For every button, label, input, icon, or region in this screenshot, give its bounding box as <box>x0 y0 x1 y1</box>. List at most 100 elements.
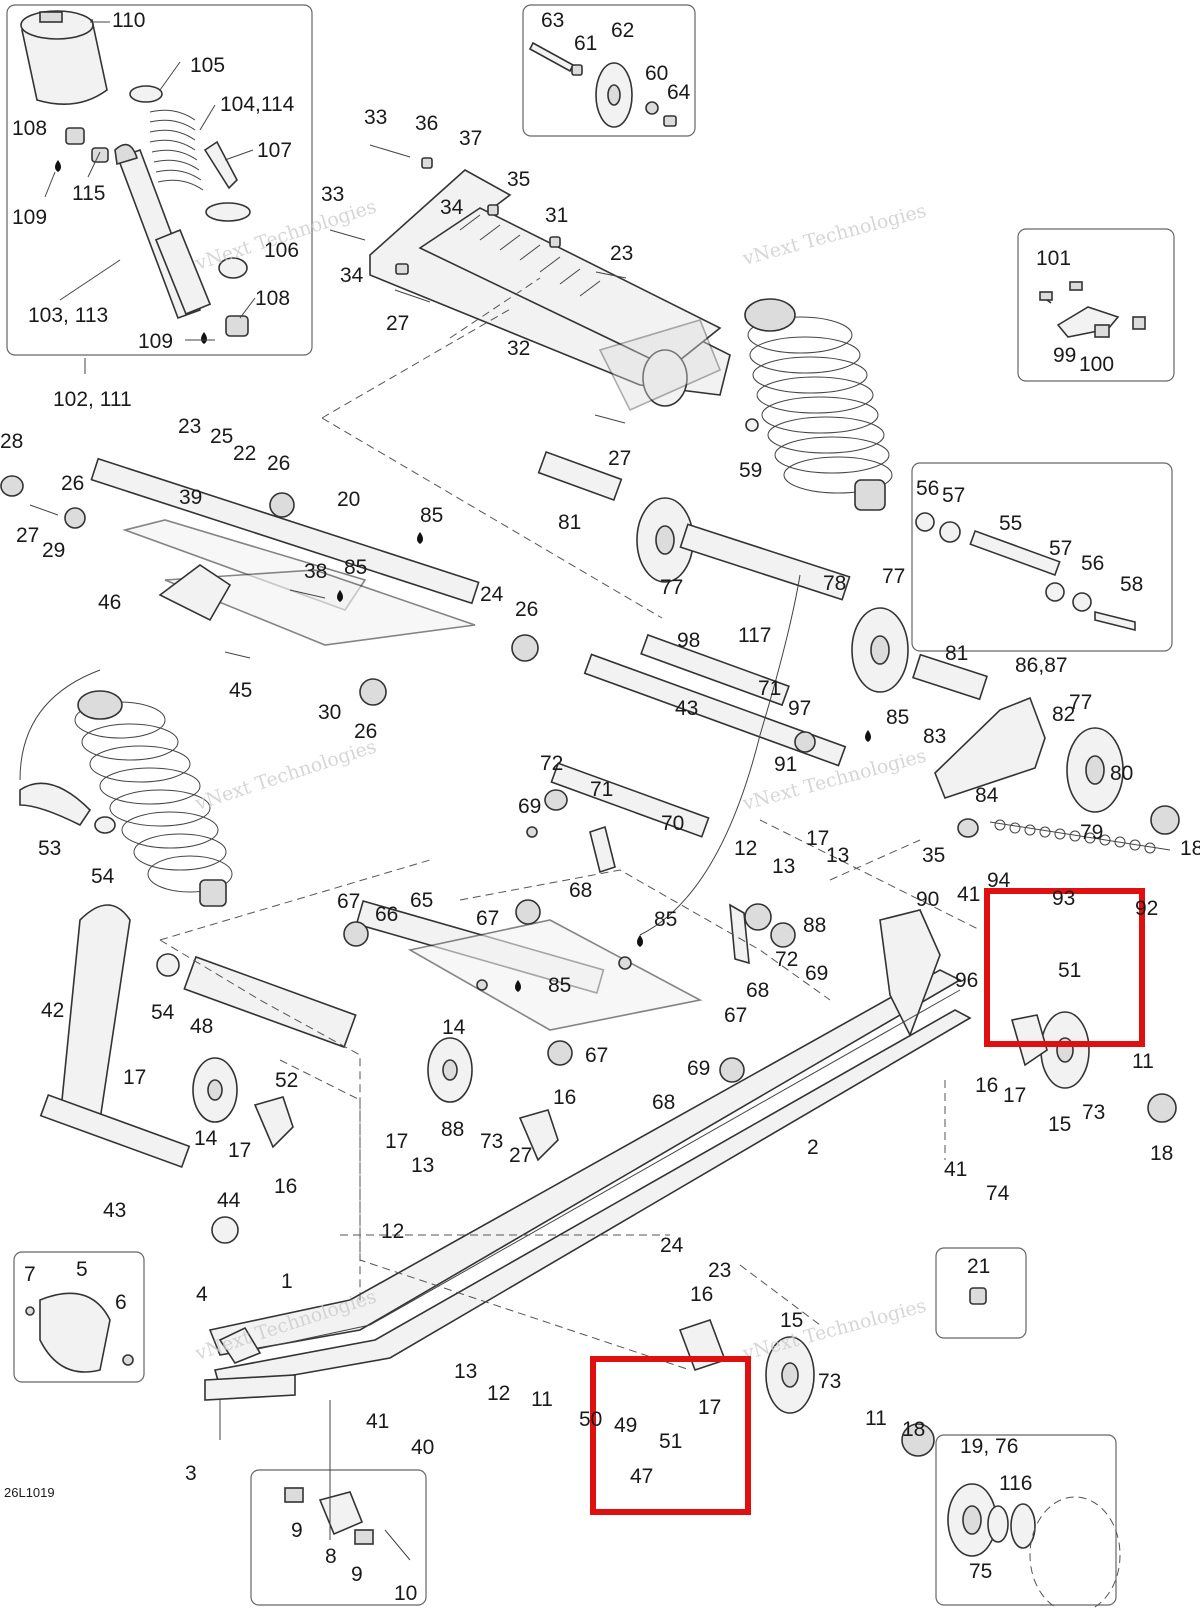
callout-81: 81 <box>558 511 581 534</box>
callout-12: 12 <box>487 1382 510 1405</box>
callout-88: 88 <box>803 914 826 937</box>
callout-90: 90 <box>916 888 939 911</box>
callout-67: 67 <box>476 907 499 930</box>
callout-35: 35 <box>922 844 945 867</box>
callout-92: 92 <box>1135 897 1158 920</box>
callout-69: 69 <box>518 795 541 818</box>
callout-101: 101 <box>1036 247 1071 270</box>
slider-tip-detail-inset <box>13 1251 145 1383</box>
callout-54: 54 <box>91 865 115 888</box>
callout-68: 68 <box>569 879 592 902</box>
callout-55: 55 <box>999 512 1022 535</box>
callout-67: 67 <box>724 1004 747 1027</box>
callout-13: 13 <box>772 855 795 878</box>
callout-4: 4 <box>196 1283 208 1306</box>
callout-34: 34 <box>440 196 464 219</box>
callout-1: 1 <box>281 1270 293 1293</box>
callout-84: 84 <box>975 784 999 807</box>
callout-13: 13 <box>411 1154 434 1177</box>
callout-38: 38 <box>304 560 327 583</box>
callout-37: 37 <box>459 127 482 150</box>
callout-42: 42 <box>41 999 64 1022</box>
callout-7: 7 <box>24 1263 36 1286</box>
callout-108: 108 <box>12 117 47 140</box>
highlight-box-part-51-upper <box>984 888 1145 1047</box>
callout-69: 69 <box>687 1057 710 1080</box>
callout-59: 59 <box>739 459 762 482</box>
callout-82: 82 <box>1052 703 1075 726</box>
callout-85: 85 <box>654 908 677 931</box>
callout-63: 63 <box>541 9 564 32</box>
callout-54: 54 <box>151 1001 175 1024</box>
callout-12: 12 <box>734 837 757 860</box>
callout-99: 99 <box>1053 344 1076 367</box>
callout-14: 14 <box>442 1016 466 1039</box>
callout-80: 80 <box>1110 762 1133 785</box>
callout-94: 94 <box>987 869 1011 892</box>
callout-16: 16 <box>975 1074 998 1097</box>
callout-40: 40 <box>411 1436 434 1459</box>
callout-49: 49 <box>614 1414 637 1437</box>
callout-27: 27 <box>386 312 409 335</box>
callout-57: 57 <box>1049 537 1072 560</box>
callout-17: 17 <box>385 1130 408 1153</box>
callout-58: 58 <box>1120 573 1143 596</box>
callout-77: 77 <box>1069 691 1092 714</box>
callout-17: 17 <box>228 1139 251 1162</box>
callout-85: 85 <box>344 556 367 579</box>
callout-17: 17 <box>806 827 829 850</box>
svg-text:vNext Technologies: vNext Technologies <box>740 200 929 270</box>
callout-9: 9 <box>351 1563 363 1586</box>
drive-wheel-detail-inset <box>935 1434 1121 1608</box>
callout-15: 15 <box>1048 1113 1071 1136</box>
callout-10: 10 <box>394 1582 417 1605</box>
callout-6: 6 <box>115 1291 127 1314</box>
callout-83: 83 <box>923 725 946 748</box>
callout-35: 35 <box>507 168 530 191</box>
callout-78: 78 <box>823 572 846 595</box>
callout-103-113: 103, 113 <box>28 304 108 327</box>
front-shock-absorber <box>19 690 233 907</box>
callout-116: 116 <box>999 1472 1032 1495</box>
callout-86-87: 86,87 <box>1015 654 1068 677</box>
rear-shock-absorber <box>744 298 893 511</box>
callout-77: 77 <box>882 565 905 588</box>
callout-56: 56 <box>916 477 939 500</box>
callout-14: 14 <box>194 1127 218 1150</box>
lower-front-axle <box>156 953 559 1244</box>
callout-11: 11 <box>865 1407 887 1430</box>
callout-117: 117 <box>738 624 771 647</box>
callout-70: 70 <box>661 812 684 835</box>
callout-47: 47 <box>630 1465 653 1488</box>
assembly-leader-lines <box>19 277 981 1540</box>
callout-53: 53 <box>38 837 61 860</box>
shock-detail-inset <box>6 4 313 374</box>
callout-33: 33 <box>364 106 387 129</box>
callout-25: 25 <box>210 425 233 448</box>
callout-71: 71 <box>590 778 613 801</box>
callout-27: 27 <box>16 524 39 547</box>
callout-43: 43 <box>675 697 698 720</box>
callout-30: 30 <box>318 701 341 724</box>
callout-28: 28 <box>0 430 23 453</box>
callout-9: 9 <box>291 1519 303 1542</box>
callout-19-76: 19, 76 <box>960 1435 1018 1458</box>
callout-73: 73 <box>480 1130 503 1153</box>
callout-51: 51 <box>1058 959 1081 982</box>
callout-50: 50 <box>579 1408 602 1431</box>
callout-68: 68 <box>746 979 769 1002</box>
callout-96: 96 <box>955 969 978 992</box>
callout-29: 29 <box>42 539 65 562</box>
callout-109: 109 <box>138 330 173 353</box>
svg-text:vNext Technologies: vNext Technologies <box>192 736 379 816</box>
callout-65: 65 <box>410 889 433 912</box>
callout-91: 91 <box>774 753 797 776</box>
callout-100: 100 <box>1079 353 1114 376</box>
plug-detail-inset <box>935 1247 1027 1339</box>
callout-32: 32 <box>507 337 530 360</box>
callout-3: 3 <box>185 1462 197 1485</box>
callout-20: 20 <box>337 488 360 511</box>
callout-67: 67 <box>337 890 360 913</box>
callout-23: 23 <box>610 242 633 265</box>
callout-71: 71 <box>758 677 781 700</box>
